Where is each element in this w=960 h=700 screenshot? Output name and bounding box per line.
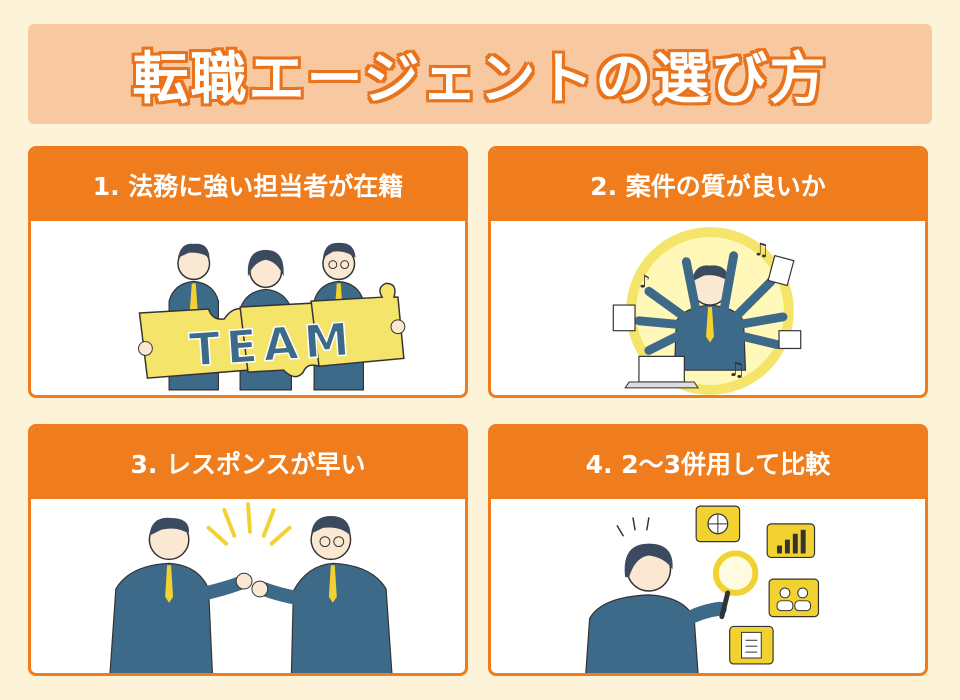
person-left	[109, 517, 253, 673]
card-title: 4. 2〜3併用して比較	[585, 450, 831, 479]
multitasking-illustration: ♪ ♫ ♫	[491, 221, 925, 395]
card-header: 1. 法務に強い担当者が在籍	[31, 149, 465, 221]
document-bubble-icon	[729, 625, 774, 665]
page-title: 転職エージェントの選び方	[132, 46, 828, 112]
people-bubble-icon	[768, 578, 820, 618]
document-icon	[767, 254, 795, 287]
card-quick-response: 3. レスポンスが早い	[28, 424, 468, 676]
person-woman	[585, 543, 727, 673]
music-note-icon: ♫	[728, 358, 746, 381]
card-expert-staff: 1. 法務に強い担当者が在籍	[28, 146, 468, 398]
card-title: 2. 案件の質が良いか	[590, 172, 826, 201]
multitasking-svg: ♪ ♫ ♫	[612, 227, 802, 395]
puzzle-pieces	[138, 282, 405, 379]
card-header: 2. 案件の質が良いか	[491, 149, 925, 221]
card-header: 4. 2〜3併用して比較	[491, 427, 925, 499]
document-icon	[612, 304, 636, 332]
phone-icon	[778, 330, 802, 350]
sparkle-lines	[206, 502, 292, 546]
laptop-icon	[638, 355, 685, 383]
team-puzzle-svg: TEAM	[138, 242, 406, 391]
attention-lines	[616, 517, 650, 537]
comparing-illustration	[491, 499, 925, 673]
many-arms	[634, 251, 788, 355]
quick-response-svg	[109, 502, 393, 673]
card-compare-agents: 4. 2〜3併用して比較	[488, 424, 928, 676]
card-title: 3. レスポンスが早い	[130, 450, 366, 479]
person-right	[251, 515, 393, 673]
puzzle-text: TEAM	[188, 313, 357, 377]
globe-bubble-icon	[695, 505, 741, 543]
comparing-svg	[585, 505, 820, 673]
title-banner: 転職エージェントの選び方	[28, 24, 932, 124]
card-job-quality: 2. 案件の質が良いか ♪ ♫ ♫	[488, 146, 928, 398]
music-note-icon: ♪	[639, 272, 650, 292]
chart-bubble-icon	[766, 523, 816, 559]
card-title: 1. 法務に強い担当者が在籍	[92, 172, 404, 201]
magnifier-icon	[712, 550, 759, 620]
quick-response-illustration	[31, 499, 465, 673]
team-puzzle-illustration: TEAM	[31, 221, 465, 395]
card-header: 3. レスポンスが早い	[31, 427, 465, 499]
music-note-icon: ♫	[753, 241, 769, 261]
